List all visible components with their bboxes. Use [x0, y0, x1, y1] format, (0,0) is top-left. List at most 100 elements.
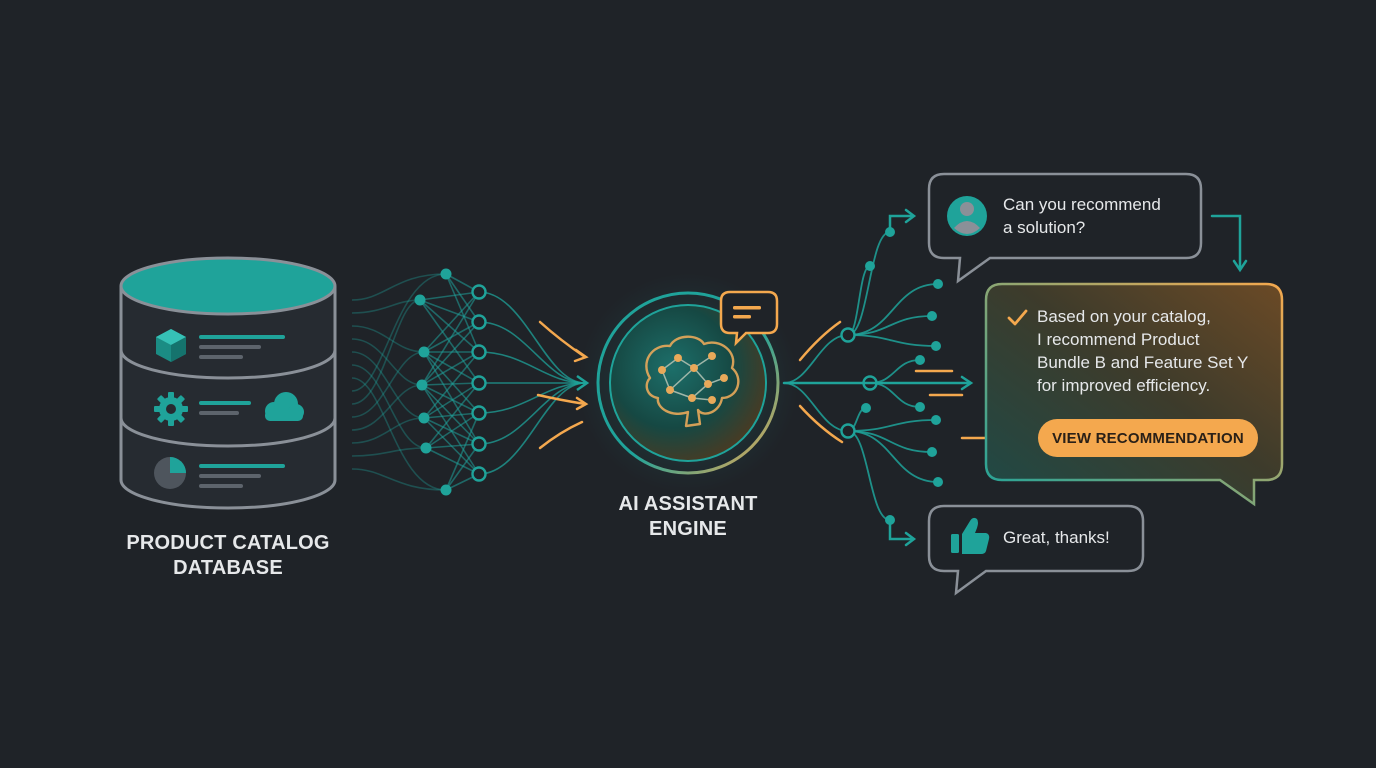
network-line [445, 412, 480, 491]
assistant-message-line: Based on your catalog, [1037, 307, 1211, 326]
network-line [423, 291, 480, 353]
branch-line [847, 283, 939, 336]
reply-message-bubble [927, 504, 1145, 596]
database-row-lines-2 [199, 401, 251, 415]
network-node [414, 294, 426, 306]
branch-node [927, 447, 937, 457]
network-line [351, 417, 425, 444]
reply-message-text: Great, thanks! [1003, 528, 1110, 547]
network-line [478, 382, 586, 414]
network-line [351, 273, 447, 392]
network-line [351, 377, 447, 491]
assistant-message-line: for improved efficiency. [1037, 376, 1211, 395]
branch-node [861, 403, 871, 413]
database-label-line1: PRODUCT CATALOG [126, 532, 330, 554]
network-line [478, 382, 586, 445]
engine-label-line1: AI ASSISTANT [618, 493, 758, 515]
network-node [471, 466, 487, 482]
pie-chart-icon [154, 457, 186, 489]
cloud-icon [265, 392, 304, 421]
thumbs-up-icon [951, 517, 990, 554]
branch-node [931, 415, 941, 425]
branch-hub [840, 423, 856, 439]
network-line [421, 351, 480, 386]
network-line [425, 443, 480, 449]
network-line [478, 351, 586, 384]
network-line [423, 382, 480, 419]
branch-line [847, 430, 891, 521]
network-node [471, 436, 487, 452]
database-row-lines-1 [199, 335, 285, 359]
network-node [440, 268, 452, 280]
network-line [478, 321, 586, 384]
branch-line [847, 419, 937, 432]
network-line [421, 384, 480, 414]
network-node [418, 412, 430, 424]
cube-icon [156, 329, 186, 362]
network-line [419, 299, 480, 323]
engine-label-line2: ENGINE [649, 518, 727, 540]
database-label: PRODUCT CATALOG DATABASE [118, 531, 338, 581]
branch-line [869, 382, 921, 408]
network-node [471, 375, 487, 391]
network-line [351, 299, 421, 405]
database-label-line2: DATABASE [173, 557, 283, 579]
network-line [351, 384, 423, 431]
user-message-bubble [927, 172, 1203, 284]
branch-line [869, 359, 921, 384]
network-node [420, 442, 432, 454]
network-line [421, 291, 480, 386]
user-message-text: Can you recommend a solution? [1003, 193, 1193, 239]
network-node [418, 346, 430, 358]
network-line [423, 351, 480, 414]
branch-line [847, 334, 937, 347]
branch-hub [840, 327, 856, 343]
neural-network [351, 268, 586, 496]
network-line [419, 299, 480, 353]
user-message-line: Can you recommend [1003, 195, 1161, 214]
output-branches [783, 227, 943, 525]
network-line [445, 443, 480, 491]
branch-node [865, 261, 875, 271]
branch-node [915, 355, 925, 365]
network-line [445, 273, 480, 353]
branch-line [783, 334, 849, 384]
branch-line [847, 315, 933, 336]
brain-icon [645, 335, 740, 428]
network-line [421, 321, 480, 386]
network-line [351, 447, 427, 457]
network-node [471, 284, 487, 300]
assistant-message-line: I recommend Product [1037, 330, 1200, 349]
branch-node [933, 279, 943, 289]
user-message-line: a solution? [1003, 218, 1086, 237]
engine-core [609, 304, 767, 462]
network-node [471, 405, 487, 421]
engine-outer-ring [596, 291, 780, 475]
network-line [445, 273, 480, 323]
network-line [425, 412, 480, 449]
branch-node [931, 341, 941, 351]
network-node [471, 314, 487, 330]
network-line [421, 384, 480, 475]
branch-line [783, 382, 849, 432]
network-node [440, 484, 452, 496]
branch-node [927, 311, 937, 321]
network-line [419, 291, 480, 301]
engine-label: AI ASSISTANT ENGINE [598, 492, 778, 542]
branch-line [847, 430, 939, 483]
network-line [351, 325, 425, 353]
gear-icon [154, 392, 188, 426]
branch-node [933, 477, 943, 487]
network-line [351, 364, 427, 449]
network-line [351, 468, 447, 491]
network-line [351, 351, 425, 418]
network-line [351, 273, 447, 301]
chat-bubble-icon [719, 290, 779, 347]
branch-node [915, 402, 925, 412]
checkmark-icon [1007, 309, 1028, 326]
network-line [351, 299, 421, 314]
network-node [471, 344, 487, 360]
network-line [421, 382, 480, 386]
network-line [425, 447, 480, 475]
view-recommendation-button[interactable]: VIEW RECOMMENDATION [1038, 419, 1258, 457]
